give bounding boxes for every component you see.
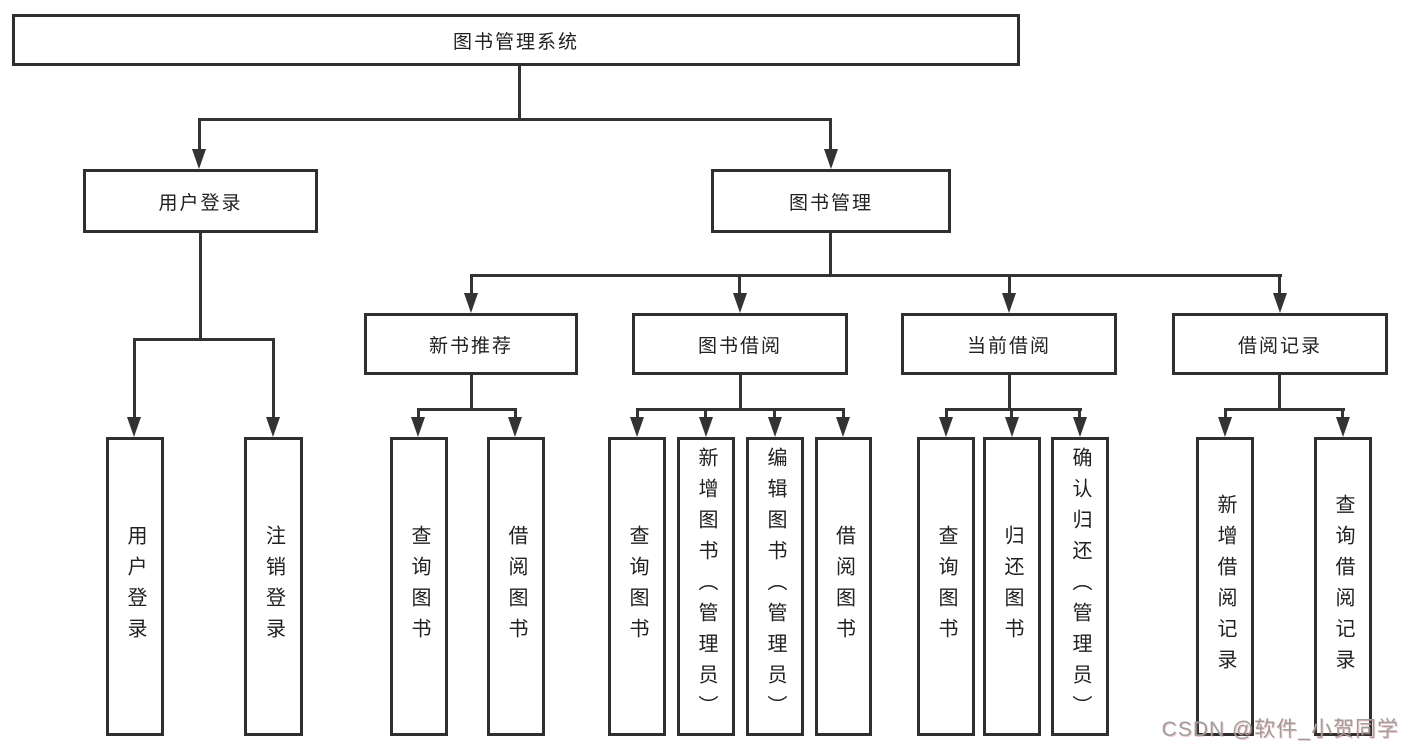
leaf-edit-books-admin: 编辑图书（管理员） (746, 437, 804, 736)
leaf-logout-login: 注销登录 (244, 437, 303, 736)
leaf-label: 借阅图书 (505, 524, 527, 649)
arrow-down-icon (939, 417, 953, 437)
arrow-down-icon (1336, 417, 1350, 437)
leaf-label: 新增借阅记录 (1214, 493, 1236, 680)
connector-line (829, 233, 832, 274)
leaf-label: 确认归还（管理员） (1069, 447, 1091, 726)
arrow-down-icon (1218, 417, 1232, 437)
leaf-label: 注销登录 (262, 524, 285, 649)
arrow-down-icon (768, 417, 782, 437)
connector-line (1278, 375, 1281, 408)
node-label: 图书管理 (788, 192, 873, 214)
connector-line (470, 274, 1282, 277)
arrow-down-icon (1005, 417, 1019, 437)
connector-line (636, 408, 845, 411)
arrow-down-icon (464, 293, 478, 313)
arrow-down-icon (127, 417, 141, 437)
connector-line (417, 408, 420, 422)
connector-line (704, 408, 707, 422)
connector-line (518, 66, 521, 118)
connector-line (470, 274, 473, 298)
connector-line (738, 274, 741, 298)
arrow-down-icon (630, 417, 644, 437)
connector-line (829, 118, 832, 154)
leaf-return-books: 归还图书 (983, 437, 1041, 736)
leaf-query-books-recommend: 查询图书 (390, 437, 448, 736)
leaf-query-books-current: 查询图书 (917, 437, 975, 736)
connector-line (945, 408, 948, 422)
connector-line (636, 408, 639, 422)
node-user-login: 用户登录 (83, 169, 318, 233)
arrow-down-icon (192, 149, 206, 169)
node-label: 借阅记录 (1237, 335, 1322, 357)
leaf-label: 编辑图书（管理员） (764, 447, 786, 726)
node-library-management-system: 图书管理系统 (12, 14, 1020, 66)
node-label: 当前借阅 (966, 335, 1051, 357)
leaf-label: 用户登录 (124, 524, 146, 649)
connector-line (1341, 408, 1344, 422)
connector-line (773, 408, 776, 422)
connector-line (1008, 375, 1011, 408)
arrow-down-icon (699, 417, 713, 437)
leaf-label: 借阅图书 (832, 524, 855, 649)
csdn-watermark: CSDN @软件_小贺同学 (1161, 718, 1399, 741)
arrow-down-icon (733, 293, 747, 313)
node-label: 新书推荐 (428, 335, 513, 357)
leaf-label: 查询图书 (408, 524, 430, 649)
node-new-book-recommend: 新书推荐 (364, 313, 578, 375)
connector-line (945, 408, 1082, 411)
connector-line (1224, 408, 1345, 411)
connector-line (133, 338, 136, 422)
leaf-label: 查询图书 (935, 524, 957, 649)
leaf-borrow-books-recommend: 借阅图书 (487, 437, 545, 736)
connector-line (514, 408, 517, 422)
node-label: 用户登录 (158, 192, 243, 214)
arrow-down-icon (1073, 417, 1087, 437)
leaf-add-books-admin: 新增图书（管理员） (677, 437, 735, 736)
leaf-query-borrow-record: 查询借阅记录 (1314, 437, 1372, 736)
leaf-confirm-return-admin: 确认归还（管理员） (1051, 437, 1109, 736)
connector-line (470, 375, 473, 408)
leaf-label: 查询借阅记录 (1332, 493, 1354, 680)
node-label: 图书管理系统 (452, 31, 579, 53)
connector-line (1010, 408, 1013, 422)
node-current-borrow: 当前借阅 (901, 313, 1117, 375)
leaf-label: 查询图书 (626, 524, 648, 649)
connector-line (198, 118, 832, 121)
leaf-label: 归还图书 (1001, 524, 1023, 649)
node-borrow-records: 借阅记录 (1172, 313, 1388, 375)
connector-line (1008, 274, 1011, 298)
leaf-query-books-borrow: 查询图书 (608, 437, 666, 736)
connector-line (1278, 274, 1281, 298)
node-book-borrow: 图书借阅 (632, 313, 848, 375)
arrow-down-icon (411, 417, 425, 437)
node-book-management: 图书管理 (711, 169, 951, 233)
arrow-down-icon (266, 417, 280, 437)
arrow-down-icon (508, 417, 522, 437)
connector-line (272, 338, 275, 422)
arrow-down-icon (1273, 293, 1287, 313)
connector-line (417, 408, 517, 411)
connector-line (199, 233, 202, 338)
connector-line (1224, 408, 1227, 422)
connector-line (133, 338, 275, 341)
connector-line (739, 375, 742, 408)
connector-line (198, 118, 201, 154)
leaf-user-login: 用户登录 (106, 437, 164, 736)
arrow-down-icon (824, 149, 838, 169)
connector-line (1078, 408, 1081, 422)
arrow-down-icon (1002, 293, 1016, 313)
leaf-label: 新增图书（管理员） (695, 447, 717, 726)
connector-line (842, 408, 845, 422)
arrow-down-icon (836, 417, 850, 437)
leaf-borrow-books: 借阅图书 (815, 437, 872, 736)
node-label: 图书借阅 (697, 335, 782, 357)
leaf-add-borrow-record: 新增借阅记录 (1196, 437, 1254, 736)
